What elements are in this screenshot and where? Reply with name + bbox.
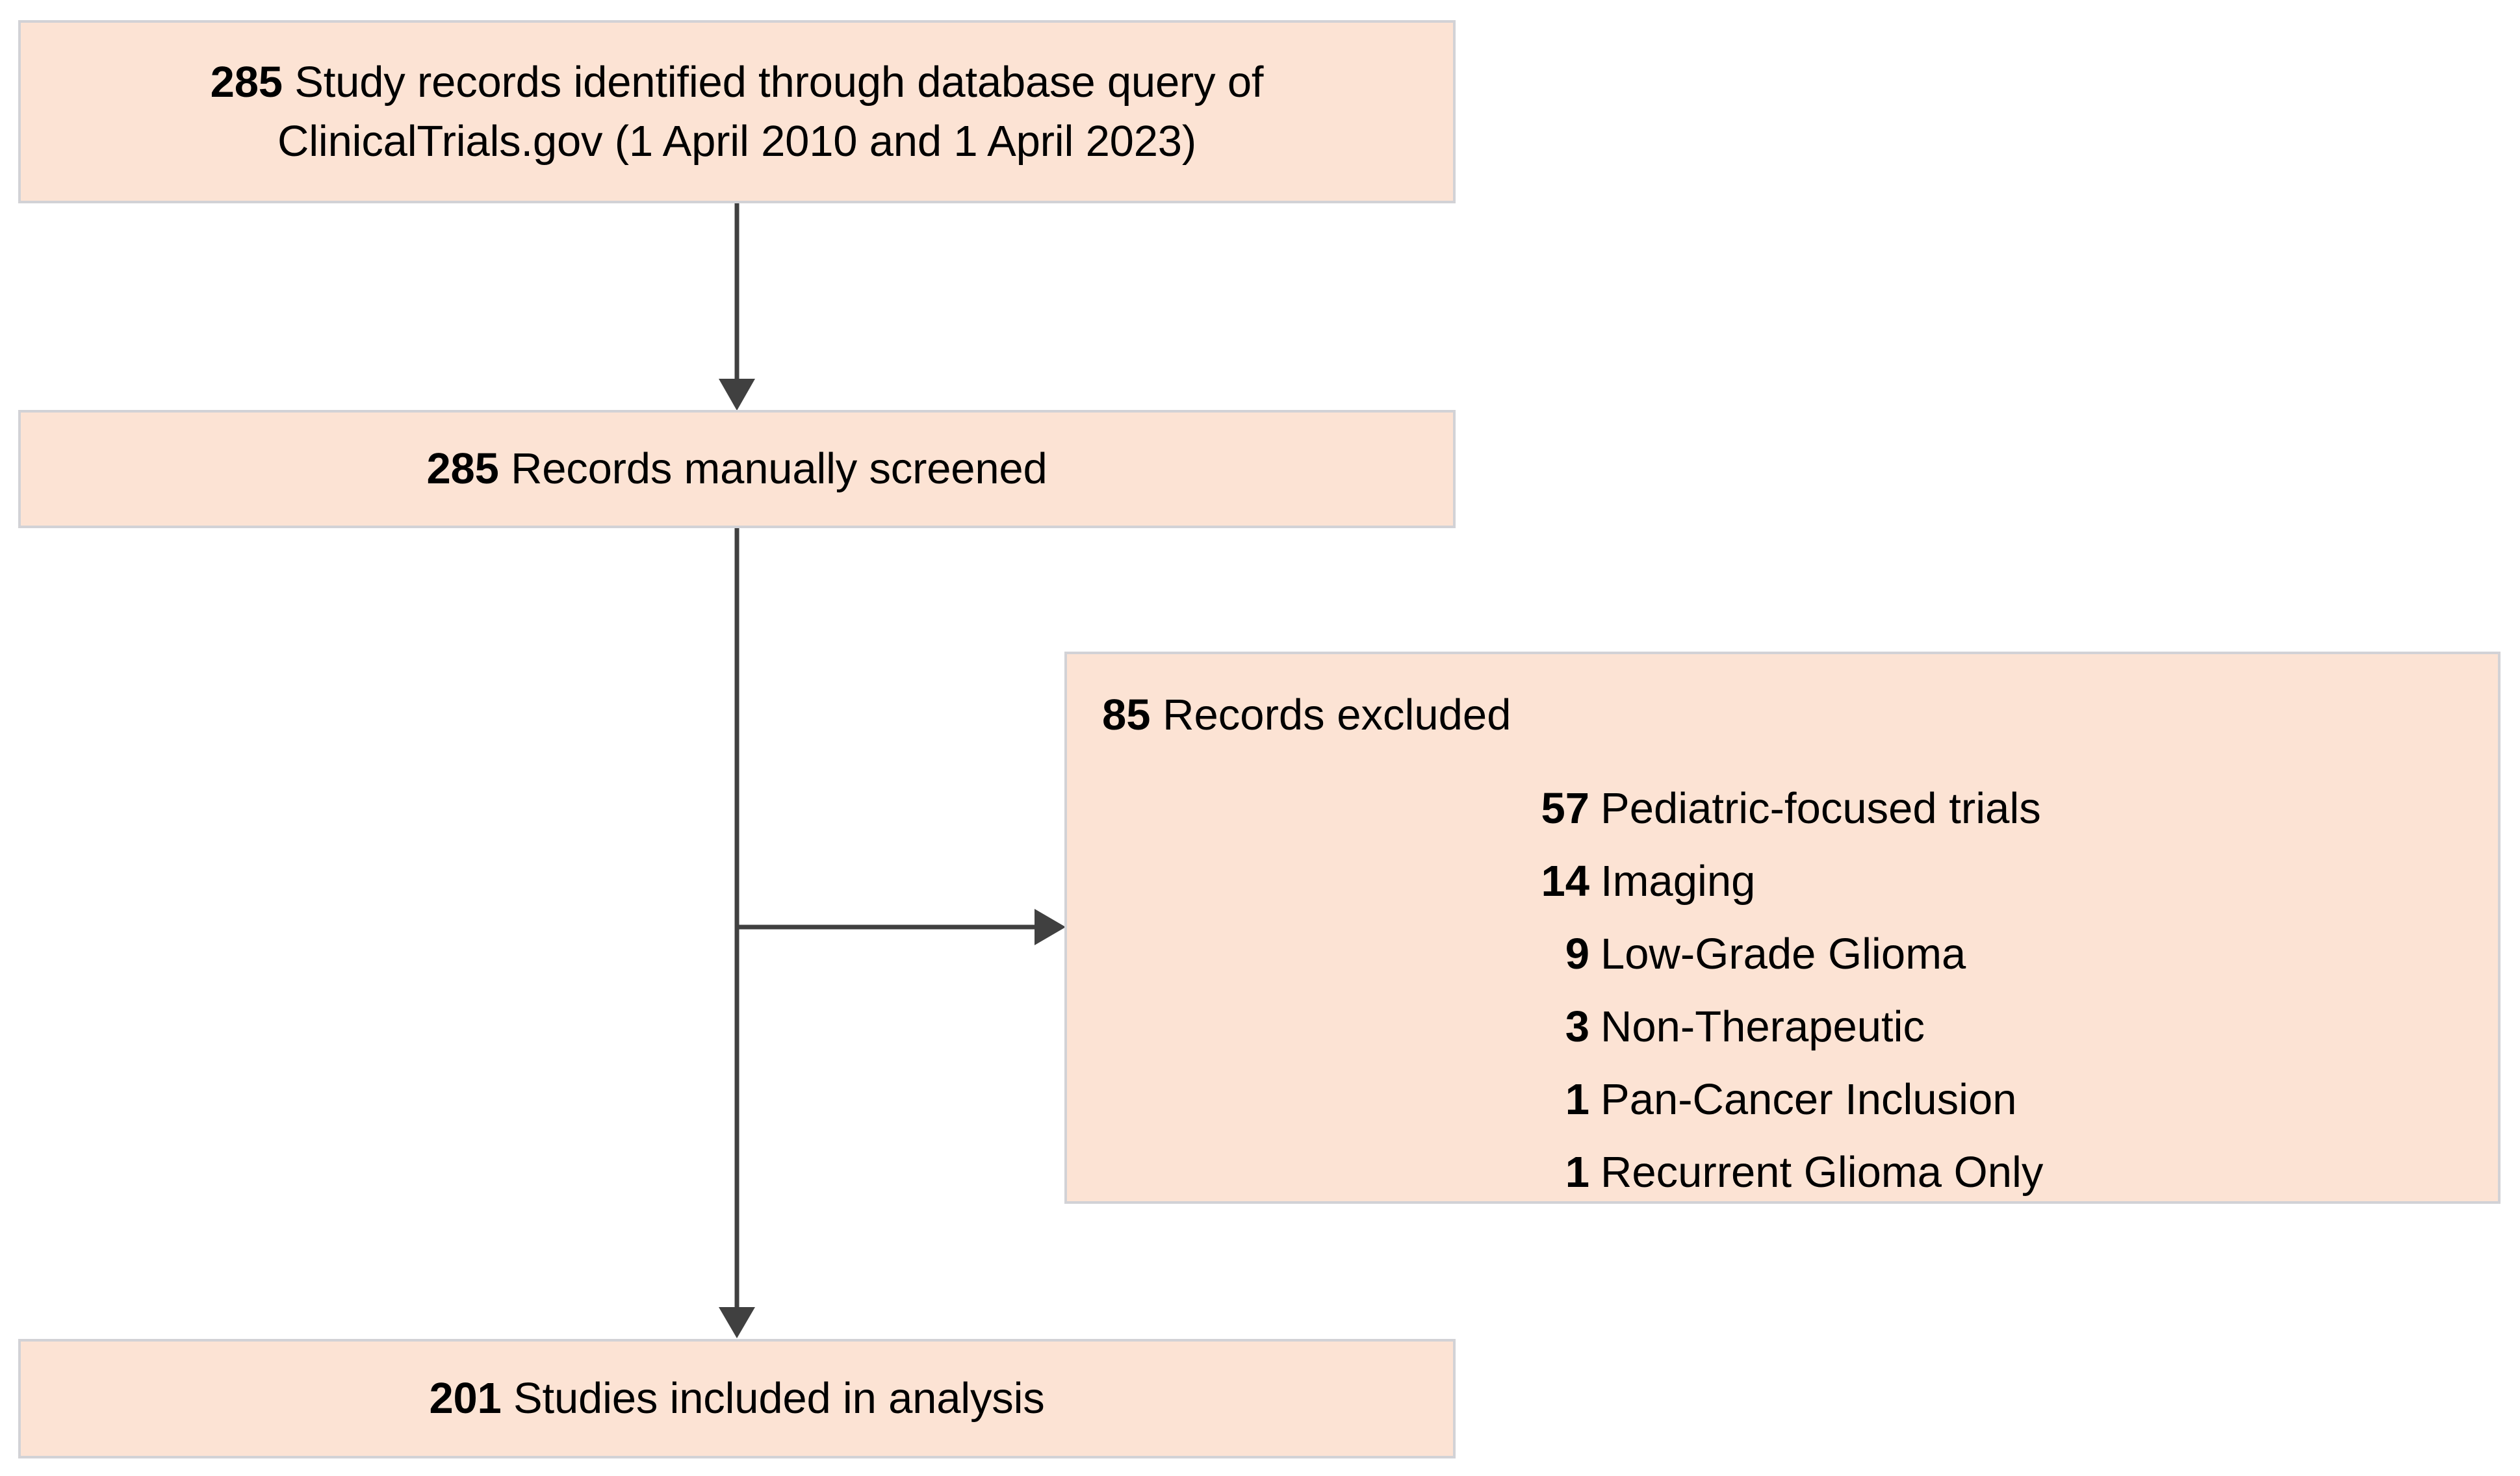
exclusion-reason-count: 1 <box>1565 1075 1589 1124</box>
records-identified-line2: ClinicalTrials.gov (1 April 2010 and 1 A… <box>277 117 1196 166</box>
arrow-screened-to-included <box>719 528 755 1338</box>
records-screened-label: Records manually screened <box>511 444 1048 494</box>
records-identified-line1: Study records identified through databas… <box>294 57 1264 107</box>
exclusion-reason-label: Pan-Cancer Inclusion <box>1601 1075 2017 1124</box>
box-records-identified: 285 Study records identified through dat… <box>18 20 1456 203</box>
exclusion-reason-count: 1 <box>1565 1148 1589 1197</box>
exclusion-reason-row: 1 Recurrent Glioma Only <box>1102 1136 2460 1209</box>
exclusion-reason-row: 3 Non-Therapeutic <box>1102 991 2460 1063</box>
box-records-screened: 285 Records manually screened <box>18 410 1456 528</box>
exclusion-reason-label: Imaging <box>1601 857 1756 906</box>
exclusion-reason-count: 9 <box>1565 930 1589 978</box>
exclusion-reason-label: Non-Therapeutic <box>1601 1002 1925 1051</box>
records-excluded-count: 85 <box>1102 691 1151 739</box>
box-studies-included: 201 Studies included in analysis <box>18 1339 1456 1458</box>
studies-included-count: 201 <box>429 1374 502 1423</box>
arrow-identified-to-screened <box>719 203 755 411</box>
exclusion-reason-count: 57 <box>1541 784 1589 833</box>
box-records-excluded: 85 Records excluded 57 Pediatric-focused… <box>1064 652 2501 1204</box>
exclusion-reason-row: 57 Pediatric-focused trials <box>1102 772 2460 845</box>
records-excluded-label: Records excluded <box>1163 691 1511 739</box>
exclusion-reason-row: 9 Low-Grade Glioma <box>1102 918 2460 991</box>
records-excluded-header: 85 Records excluded <box>1102 693 1511 737</box>
arrow-screened-to-excluded <box>737 909 1066 945</box>
exclusion-reason-label: Low-Grade Glioma <box>1601 930 1966 978</box>
exclusion-reason-count: 3 <box>1565 1002 1589 1051</box>
box-records-screened-text: 285 Records manually screened <box>409 439 1064 498</box>
exclusion-reason-count: 14 <box>1541 857 1589 906</box>
records-identified-count: 285 <box>210 57 283 107</box>
exclusion-reason-row: 1 Pan-Cancer Inclusion <box>1102 1063 2460 1136</box>
studies-included-label: Studies included in analysis <box>513 1374 1045 1423</box>
exclusion-reason-row: 14 Imaging <box>1102 845 2460 918</box>
box-studies-included-text: 201 Studies included in analysis <box>412 1369 1061 1428</box>
exclusion-reason-list: 57 Pediatric-focused trials 14 Imaging 9… <box>1102 772 2460 1209</box>
records-screened-count: 285 <box>426 444 499 494</box>
exclusion-reason-label: Pediatric-focused trials <box>1601 784 2041 833</box>
box-records-identified-text: 285 Study records identified through dat… <box>194 53 1281 171</box>
exclusion-reason-label: Recurrent Glioma Only <box>1601 1148 2044 1197</box>
